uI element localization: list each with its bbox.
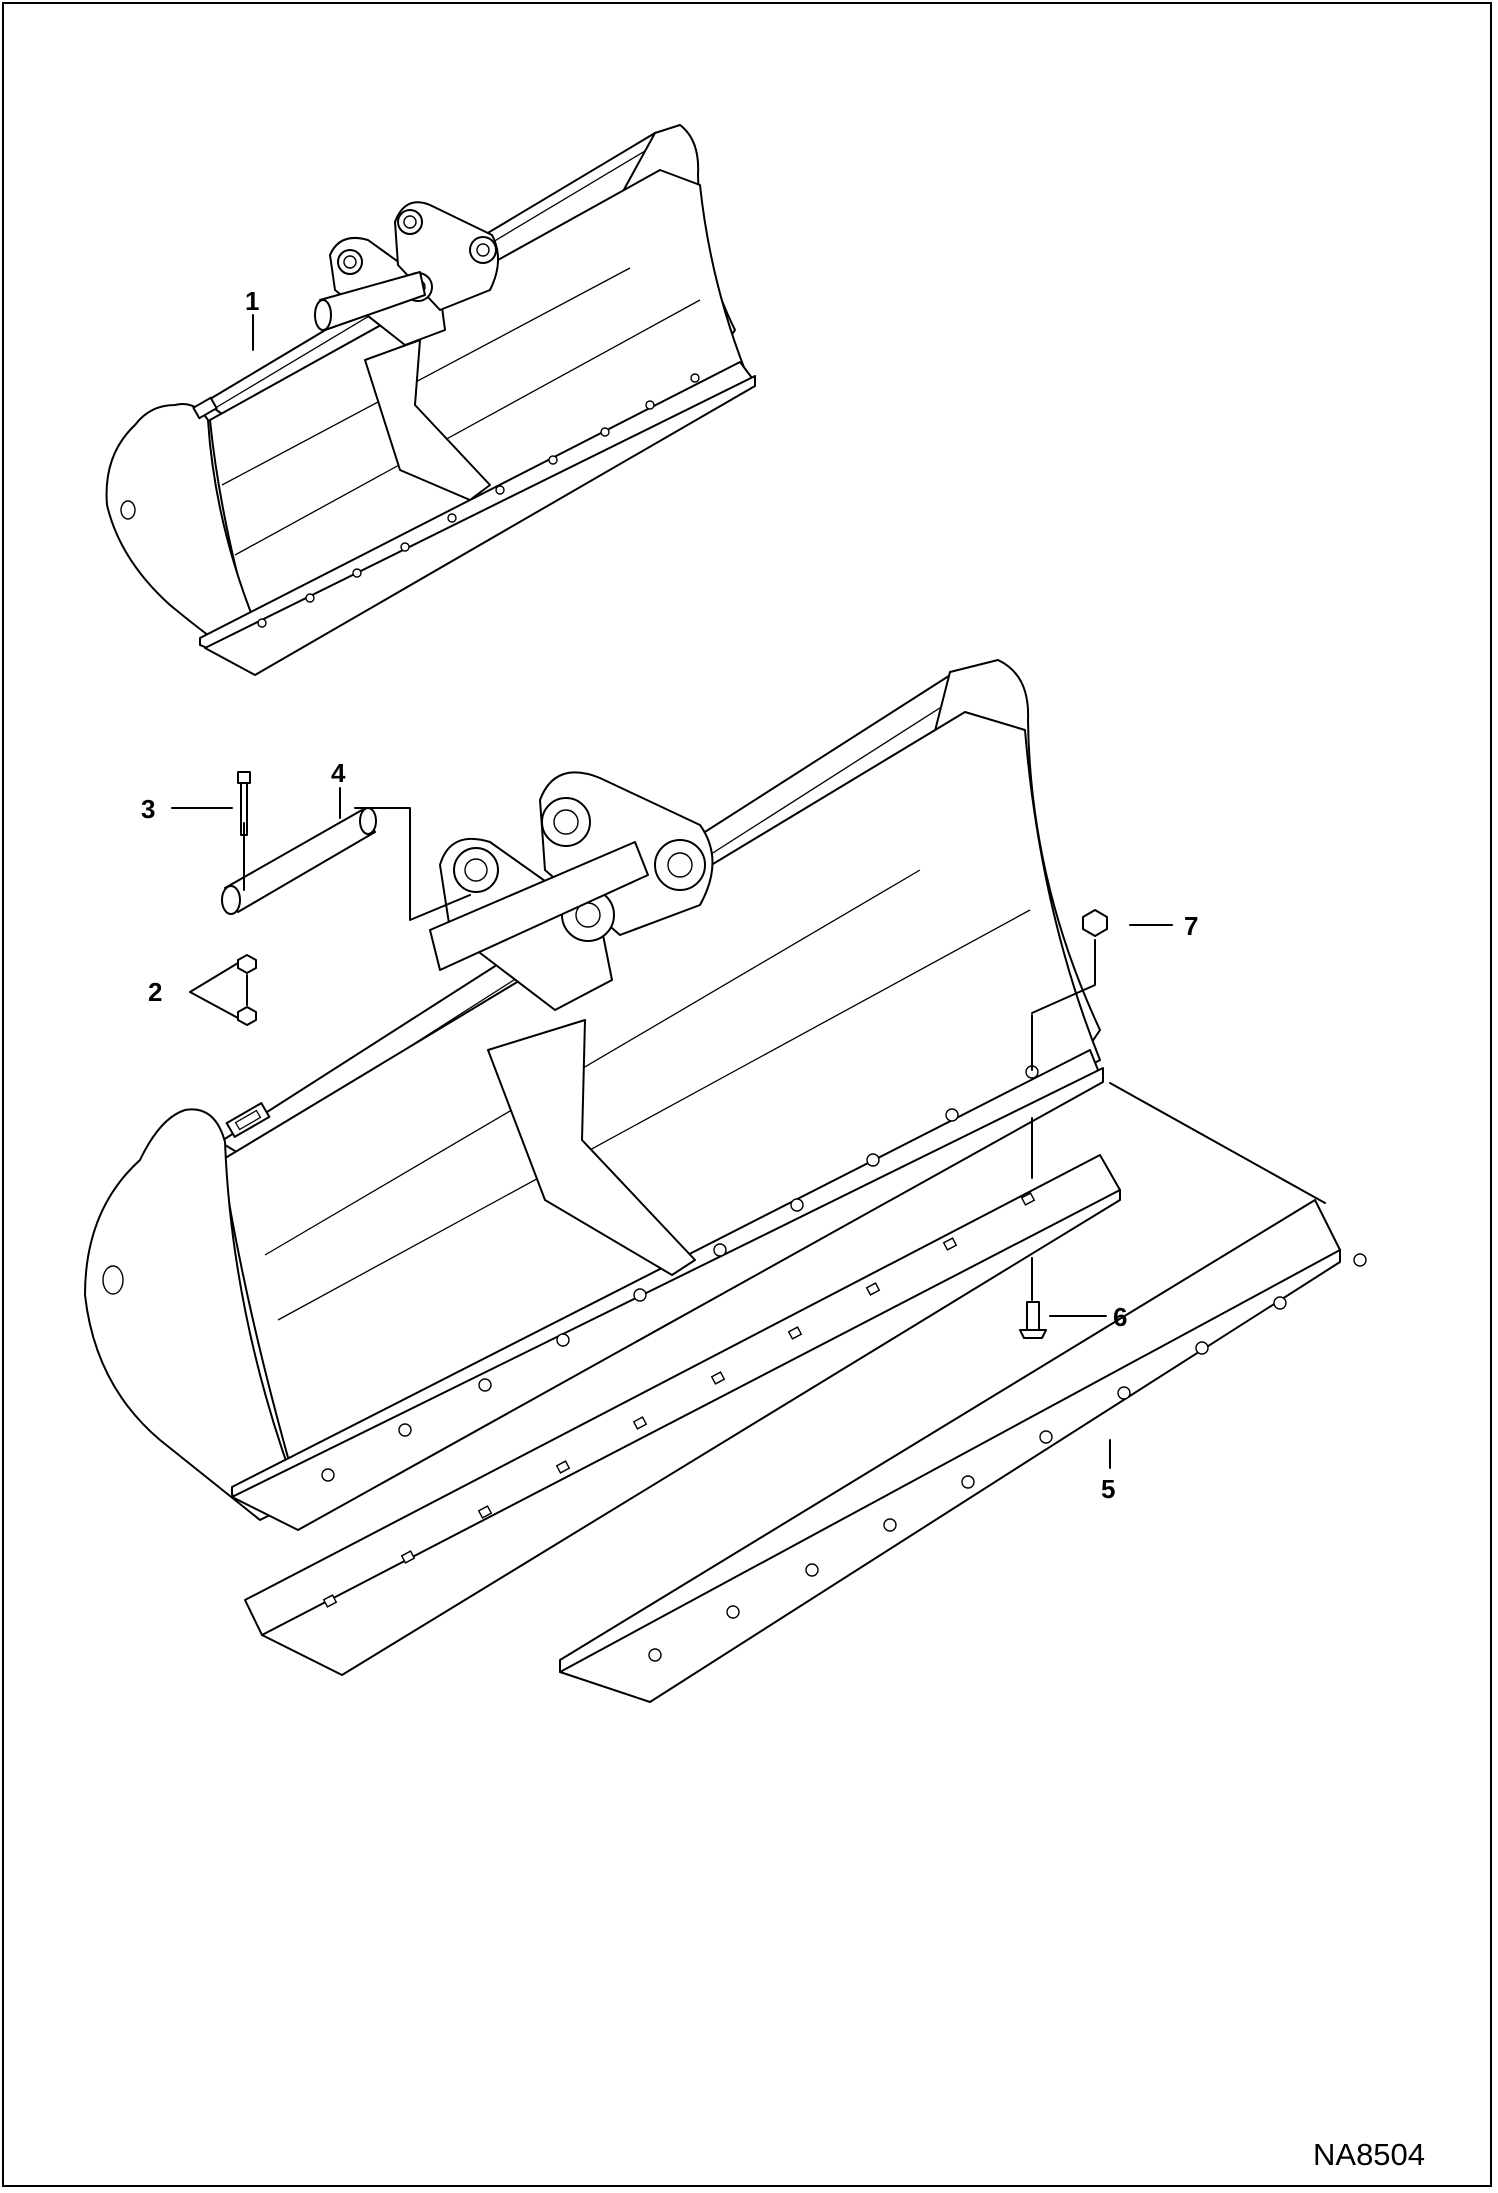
callout-6: 6 xyxy=(1113,1302,1127,1332)
callouts: 1 2 3 4 5 6 7 xyxy=(141,286,1198,1504)
bolt xyxy=(237,771,251,836)
nut-set xyxy=(237,954,257,1026)
callout-3: 3 xyxy=(141,794,155,824)
reference-code: NA8504 xyxy=(1313,2137,1425,2172)
callout-2: 2 xyxy=(148,977,162,1007)
nut xyxy=(1082,909,1108,937)
callout-1: 1 xyxy=(245,286,259,316)
cutting-edge-right xyxy=(559,1199,1367,1703)
cutting-edge-left xyxy=(244,1154,1121,1676)
pin xyxy=(221,807,377,915)
plow-bolt xyxy=(1019,1301,1047,1339)
leader-lines xyxy=(171,314,1326,1469)
callout-5: 5 xyxy=(1101,1474,1115,1504)
bucket-exploded xyxy=(84,659,1104,1531)
callout-7: 7 xyxy=(1184,911,1198,941)
callout-4: 4 xyxy=(331,758,346,788)
bucket-assembled xyxy=(105,124,756,676)
